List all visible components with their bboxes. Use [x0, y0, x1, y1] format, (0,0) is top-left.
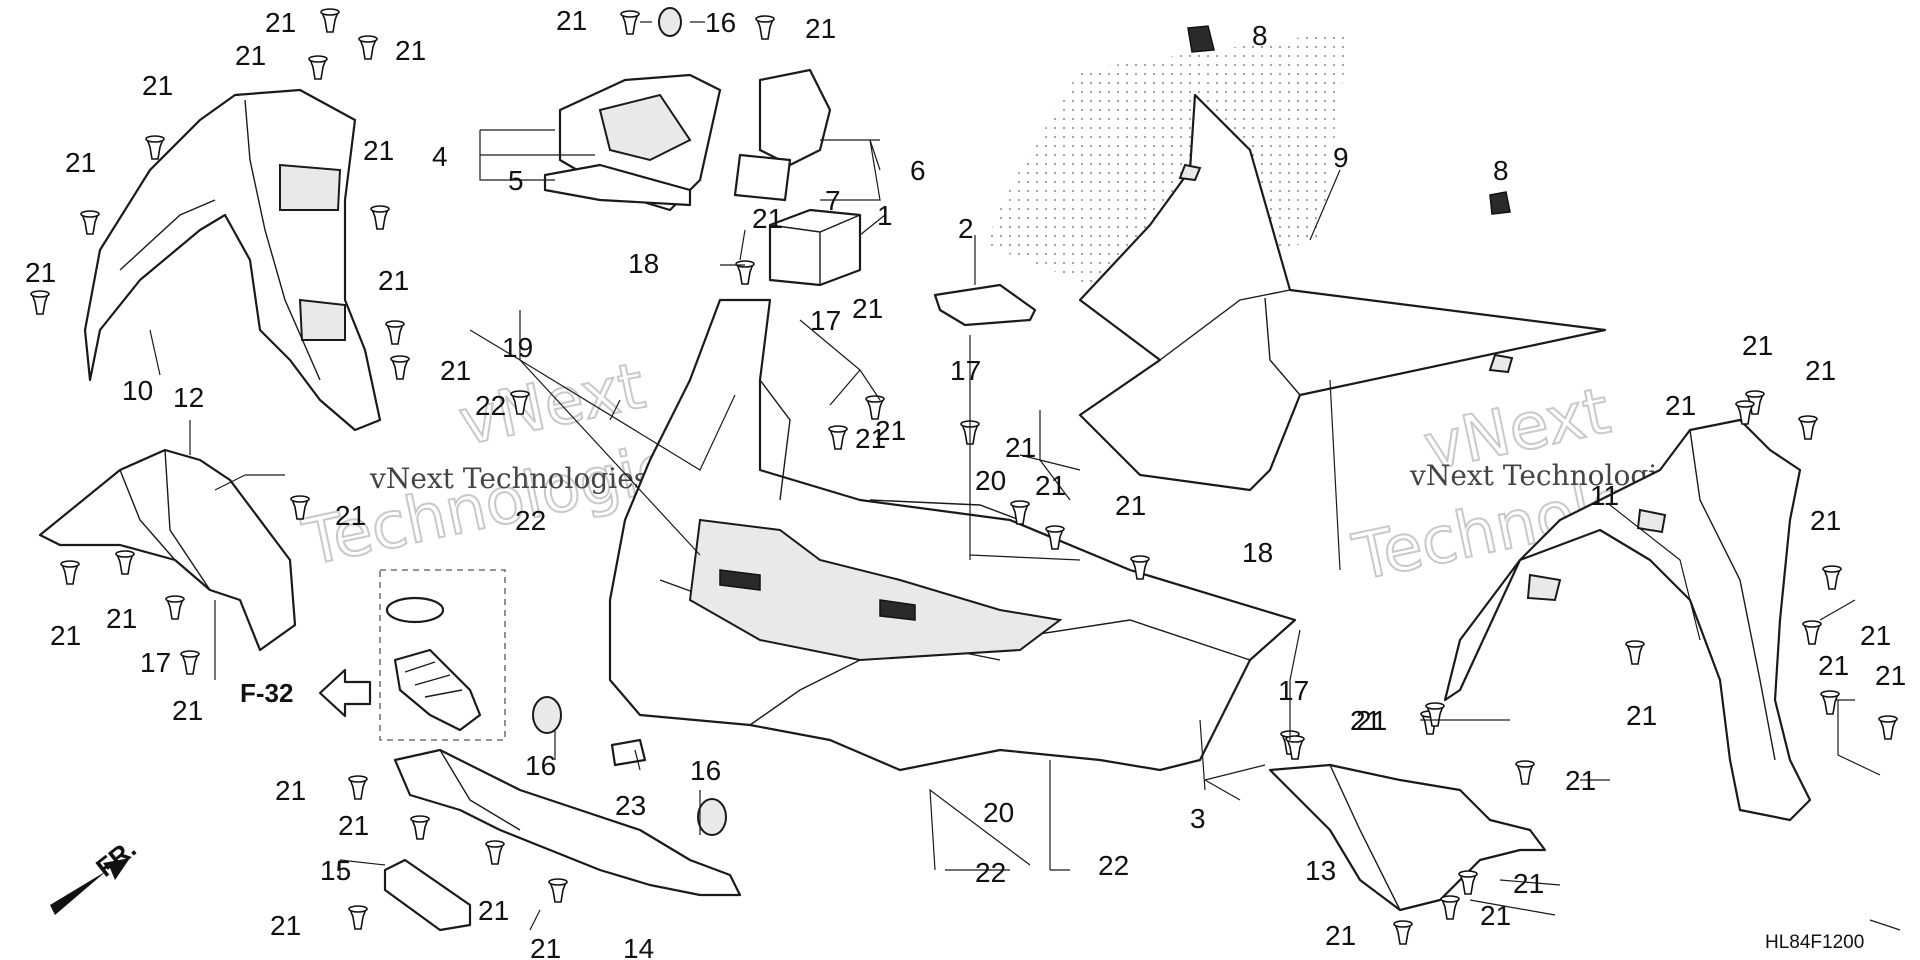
callout-21n: 21	[556, 5, 587, 36]
callout-2: 2	[958, 213, 974, 244]
part-3-front-body	[608, 298, 1297, 772]
front-label: FR.	[90, 833, 141, 882]
callout-16b: 16	[525, 750, 556, 781]
callout-22b: 22	[515, 505, 546, 536]
callout-9: 9	[1333, 142, 1349, 173]
callout-21ak: 21	[530, 933, 561, 960]
callout-22a: 22	[475, 390, 506, 421]
callouts: 1 2 3 4 5 6 7 8 8 9 10 11 12 13 14 15 16…	[25, 5, 1906, 960]
part-11-right-fender	[1443, 418, 1812, 822]
callout-16c: 16	[690, 755, 721, 786]
part-12-inner-panel	[38, 448, 297, 652]
callout-21y: 21	[1665, 390, 1696, 421]
callout-21ag: 21	[1356, 705, 1387, 736]
callout-21am: 21	[1513, 868, 1544, 899]
callout-21d: 21	[142, 70, 173, 101]
callout-5: 5	[508, 165, 524, 196]
callout-21k: 21	[50, 620, 81, 651]
callout-21ab: 21	[1810, 505, 1841, 536]
part-4-5-box	[543, 73, 722, 212]
part-2-bracket	[933, 283, 1037, 327]
callout-21al: 21	[270, 910, 301, 941]
callout-21t: 21	[1035, 470, 1066, 501]
part-13-lower-panel	[1268, 763, 1547, 912]
watermark-line-left: vNext Technologies	[369, 462, 648, 495]
callout-22c: 22	[975, 857, 1006, 888]
section-ref-f32[interactable]: F-32	[240, 668, 372, 718]
callout-19: 19	[502, 332, 533, 363]
callout-21x: 21	[1565, 765, 1596, 796]
callout-17a: 17	[810, 305, 841, 336]
front-marker: FR.	[50, 833, 142, 915]
callout-18a: 18	[628, 248, 659, 279]
callout-20a: 20	[975, 465, 1006, 496]
callout-21ao: 21	[1325, 920, 1356, 951]
callout-6: 6	[910, 155, 926, 186]
callout-21u: 21	[1115, 490, 1146, 521]
callout-17c: 17	[140, 647, 171, 678]
callout-16a: 16	[705, 7, 736, 38]
leader-lines	[149, 21, 1901, 931]
callout-21s: 21	[1005, 432, 1036, 463]
part-10-side-cover	[83, 88, 382, 432]
callout-21l: 21	[106, 603, 137, 634]
diagram-code: HL84F1200	[1765, 932, 1864, 953]
callout-21af: 21	[1626, 700, 1657, 731]
callout-3: 3	[1190, 803, 1206, 834]
callout-21p: 21	[752, 203, 783, 234]
callout-21ai: 21	[338, 810, 369, 841]
callout-21r: 21	[875, 415, 906, 446]
callout-11: 11	[1590, 480, 1619, 511]
callout-21e: 21	[65, 147, 96, 178]
front-arrow-icon	[50, 858, 130, 915]
callout-21z: 21	[1742, 330, 1773, 361]
callout-14: 14	[623, 933, 654, 960]
callout-21m: 21	[172, 695, 203, 726]
callout-15: 15	[320, 855, 351, 886]
part-15-plate	[383, 858, 472, 932]
callout-21ac: 21	[1860, 620, 1891, 651]
callout-8a: 8	[1252, 20, 1268, 51]
callout-21i: 21	[440, 355, 471, 386]
part-6-bracket	[733, 68, 832, 202]
callout-21aa: 21	[1805, 355, 1836, 386]
callout-21h: 21	[378, 265, 409, 296]
callout-21v: 21	[855, 423, 886, 454]
callout-21g: 21	[25, 257, 56, 288]
callout-17b: 17	[950, 355, 981, 386]
part-14-duct	[393, 748, 742, 897]
callout-13: 13	[1305, 855, 1336, 886]
callout-12: 12	[173, 382, 204, 413]
arrow-left-icon	[318, 668, 372, 718]
callout-21aj: 21	[478, 895, 509, 926]
callout-10: 10	[122, 375, 153, 406]
callout-4: 4	[432, 141, 448, 172]
callout-21f: 21	[363, 135, 394, 166]
part-9-cover	[985, 30, 1607, 492]
callout-21c: 21	[235, 40, 266, 71]
part-8-clips	[1187, 25, 1511, 215]
section-ref-label: F-32	[240, 678, 293, 708]
callout-23: 23	[615, 790, 646, 821]
callout-21ad: 21	[1818, 650, 1849, 681]
part-1-block	[768, 208, 862, 287]
callout-8b: 8	[1493, 155, 1509, 186]
callout-21o: 21	[805, 13, 836, 44]
hose-detail	[379, 569, 506, 741]
callout-21ae: 21	[1875, 660, 1906, 691]
callout-21ah: 21	[275, 775, 306, 806]
callout-21w: 21	[1350, 705, 1381, 736]
callout-22d: 22	[1098, 850, 1129, 881]
callout-21j: 21	[335, 500, 366, 531]
callout-18b: 18	[1242, 537, 1273, 568]
callout-7: 7	[825, 185, 841, 216]
callout-21an: 21	[1480, 900, 1511, 931]
callout-17d: 17	[1278, 675, 1309, 706]
callout-21b: 21	[395, 35, 426, 66]
callout-21q: 21	[852, 293, 883, 324]
callout-1: 1	[877, 200, 893, 231]
callout-21: 21	[265, 7, 296, 38]
callout-20b: 20	[983, 797, 1014, 828]
